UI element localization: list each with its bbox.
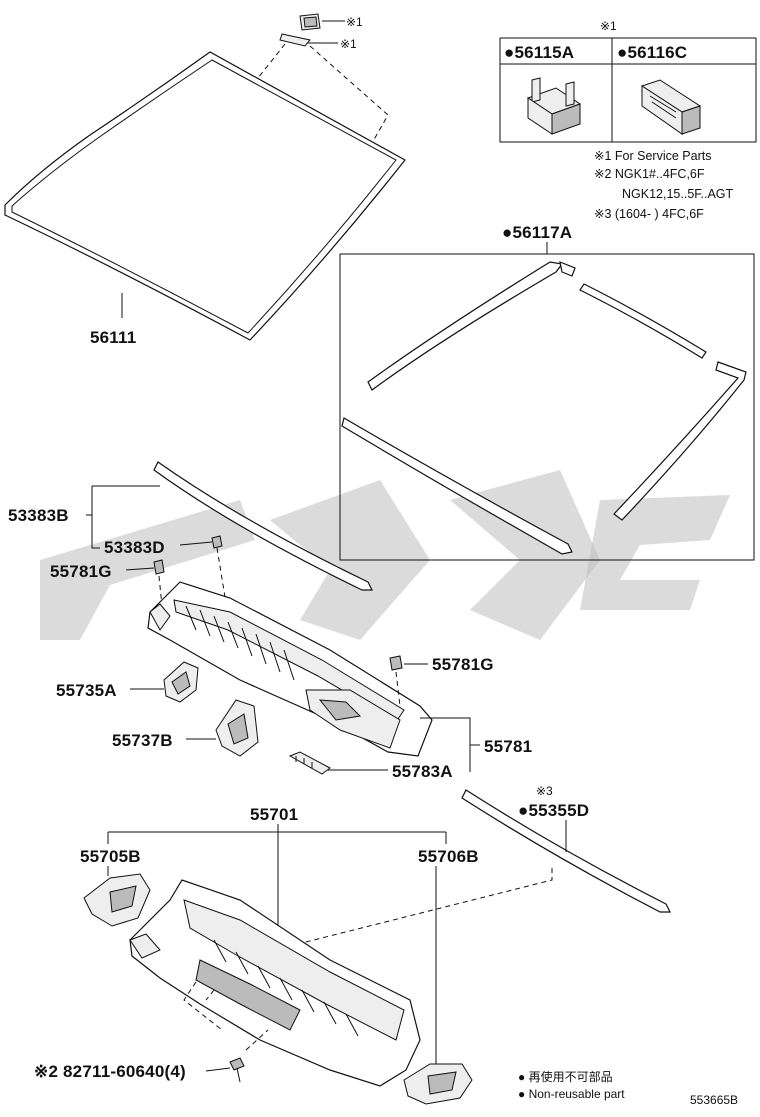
label-windshield: 56111: [90, 328, 136, 347]
bracket-55737b: [215, 699, 259, 757]
service-clip-icon: [279, 13, 321, 47]
label-seal-note: ※3: [536, 784, 553, 798]
label-cowl-louver: 55781: [484, 737, 532, 756]
label-bracket-a: 55735A: [56, 681, 117, 700]
label-seal: ●55355D: [518, 801, 589, 820]
label-clip-g-left: 55781G: [50, 562, 112, 581]
cowl-part-55783a: [288, 751, 331, 775]
legend: ● 再使用不可部品 ● Non-reusable part: [518, 1069, 625, 1101]
table-col-56115a: ●56115A: [504, 43, 574, 62]
clip-right-icon: [389, 655, 403, 671]
note-line-3: NGK12,15..5F..AGT: [622, 187, 734, 201]
label-cowl-seal-b: 53383B: [8, 506, 69, 525]
note-mark-1b: ※1: [340, 37, 357, 51]
label-panel-left: 55705B: [80, 847, 141, 866]
windshield-glass: [4, 51, 406, 341]
moulding-set-box: [339, 253, 755, 561]
label-cowl-seal-d: 53383D: [104, 538, 165, 557]
panel-bracket-left: [83, 873, 151, 927]
bolt-icon: [229, 1057, 245, 1083]
legend-line-1: ● 再使用不可部品: [518, 1069, 613, 1084]
service-parts-table: ※1 ●56115A ●56116C: [499, 19, 757, 143]
clip-56116c-icon: [640, 79, 702, 135]
bracket-55735a: [163, 661, 199, 703]
panel-bracket-right: [403, 1063, 473, 1105]
clip-top-icon: [211, 535, 223, 549]
label-bolt: ※2 82711-60640(4): [34, 1062, 186, 1081]
table-col-56116c: ●56116C: [617, 43, 687, 62]
label-panel-right: 55706B: [418, 847, 479, 866]
notes-block: ※1 For Service Parts ※2 NGK1#..4FC,6F NG…: [594, 149, 734, 221]
moulding-strips: [341, 261, 747, 555]
clip-56115a-icon: [526, 77, 582, 135]
legend-line-2: ● Non-reusable part: [518, 1087, 625, 1101]
table-header-note: ※1: [600, 19, 617, 33]
note-line-2: ※2 NGK1#..4FC,6F: [594, 167, 705, 181]
label-panel: 55701: [250, 805, 298, 824]
cowl-seal: [153, 461, 373, 591]
note-line-1: ※1 For Service Parts: [594, 149, 711, 163]
label-bracket-b: 55737B: [112, 731, 173, 750]
diagram-code: 553665B: [690, 1093, 738, 1107]
clip-left-icon: [153, 559, 165, 575]
note-mark-1: ※1: [346, 15, 363, 29]
dash-panel: [129, 879, 421, 1087]
label-cowl-part-a: 55783A: [392, 762, 453, 781]
label-clip-g-right: 55781G: [432, 655, 494, 674]
note-line-4: ※3 (1604- ) 4FC,6F: [594, 207, 704, 221]
cowl-louver-assembly: [147, 581, 433, 757]
label-moulding-set: ●56117A: [502, 223, 572, 242]
